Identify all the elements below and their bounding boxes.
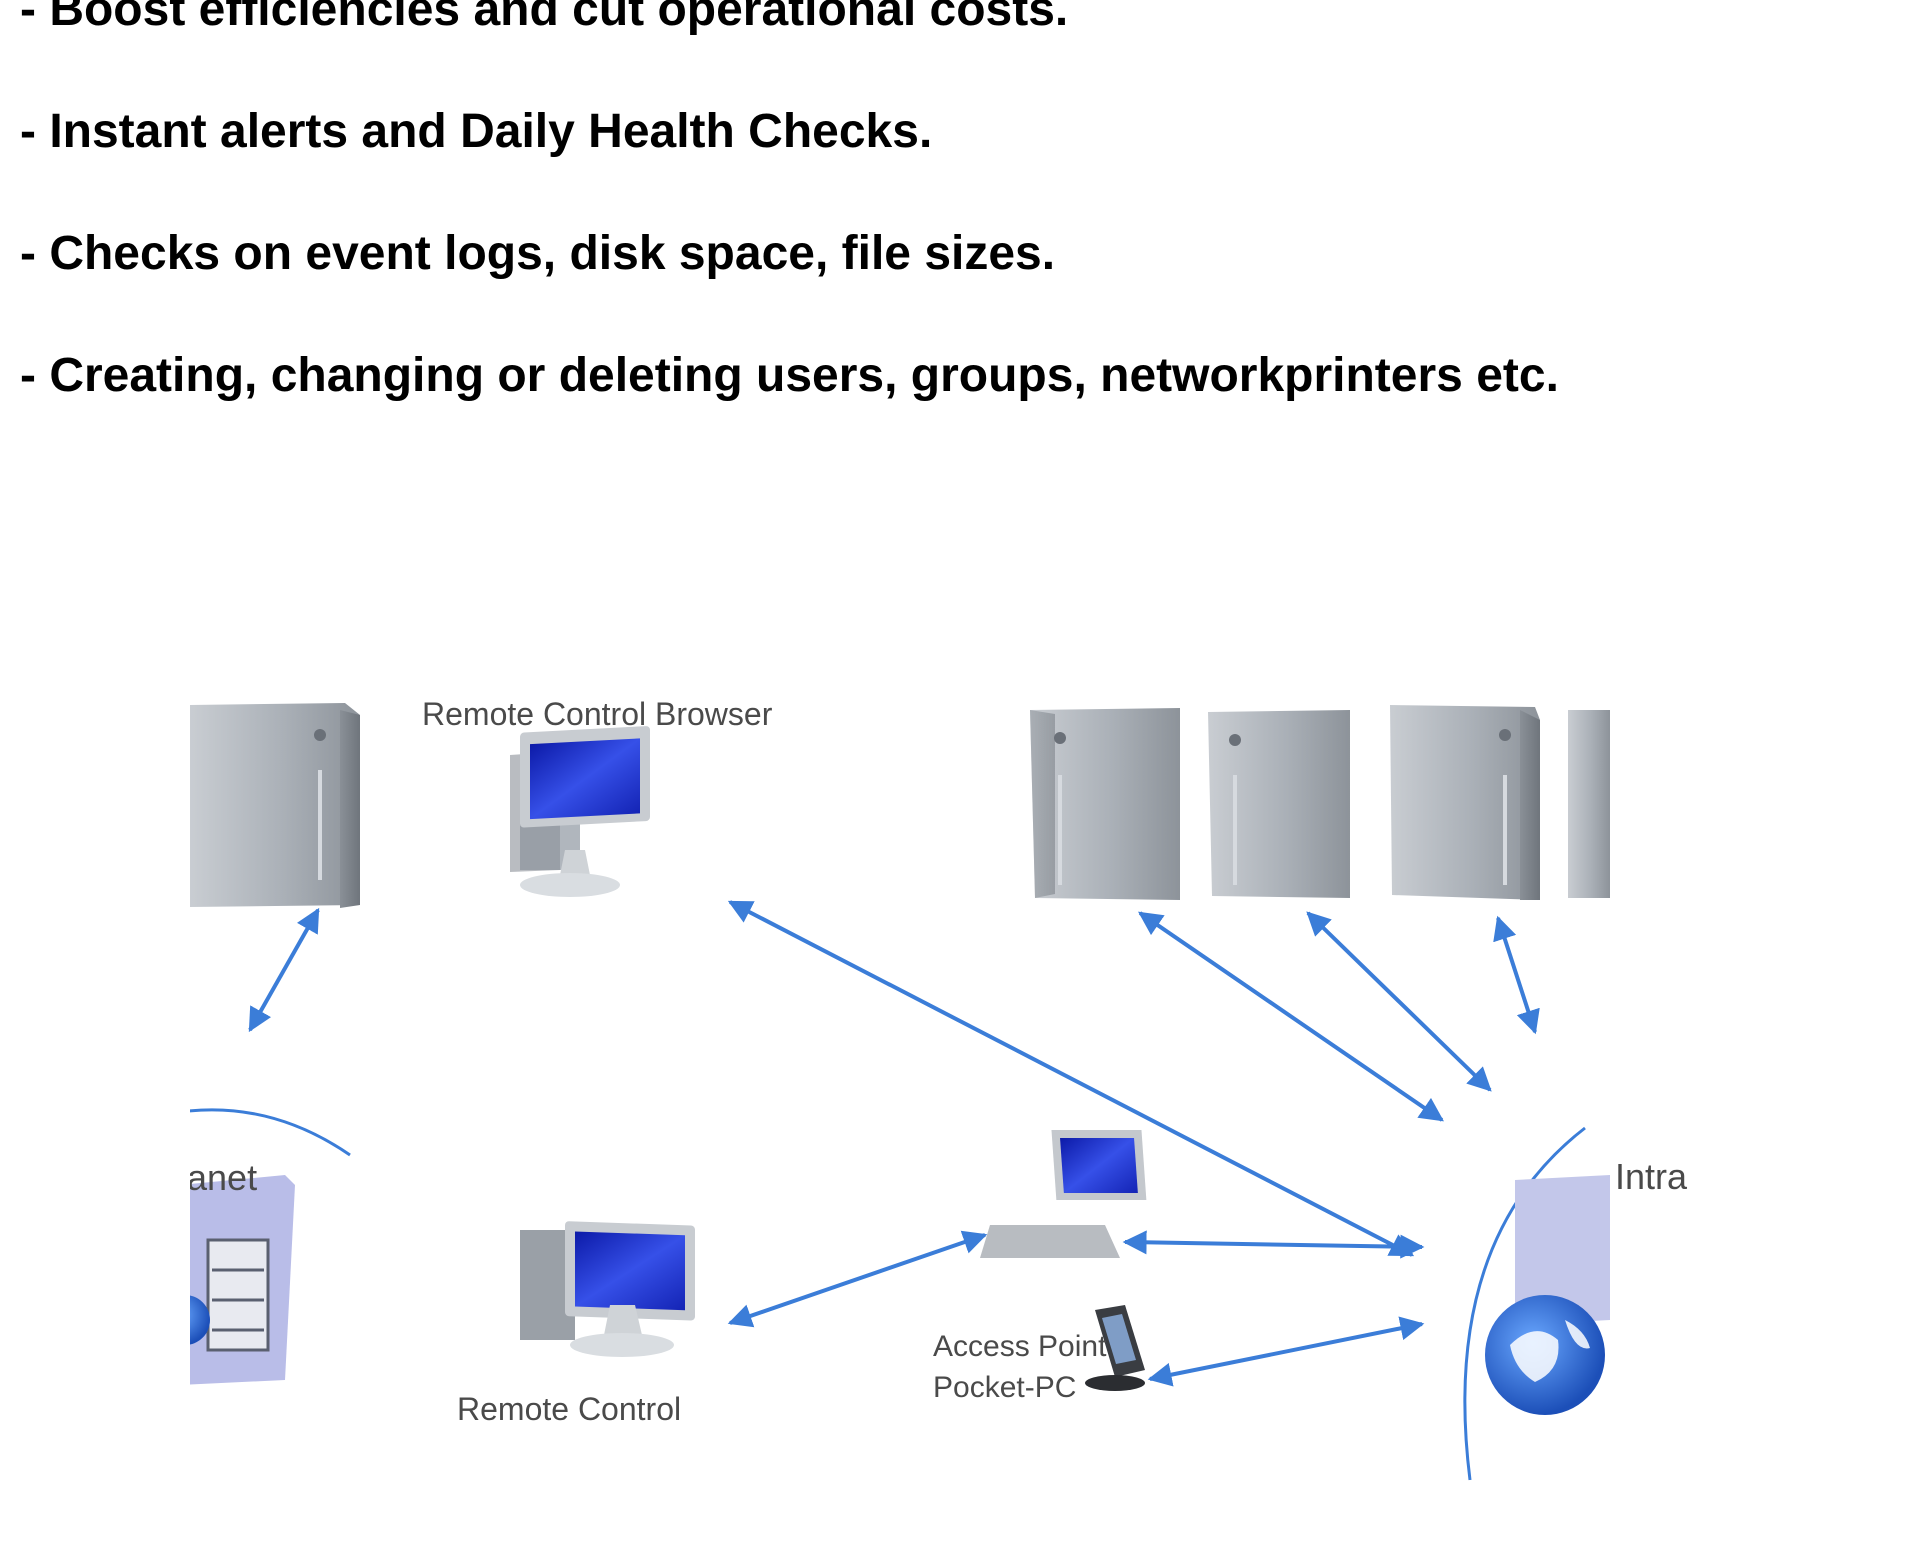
bullet-checks-event-logs: - Checks on event logs, disk space, file… [20, 227, 1056, 280]
bullet-creating-users: - Creating, changing or deleting users, … [20, 349, 1559, 402]
label-internet: anet [190, 1157, 258, 1198]
arrow-remote-laptop [727, 1230, 988, 1328]
label-remote-control-browser: Remote Control Browser [422, 696, 773, 732]
internet-server-icon [190, 1175, 295, 1385]
arrow-pocketpc-intranet [1147, 1316, 1425, 1387]
label-remote-control: Remote Control [457, 1391, 682, 1427]
network-diagram-graphic [190, 703, 1610, 1481]
connection-arrows [248, 900, 1540, 1387]
laptop-icon [980, 1130, 1147, 1258]
intranet-server-icon [1485, 1175, 1610, 1415]
label-access-point: Access Point [933, 1330, 1107, 1363]
monitor-icon [520, 1221, 695, 1357]
server-icon [1390, 705, 1540, 900]
label-intranet: Intra [1615, 1156, 1688, 1197]
pocket-pc-icon [1085, 1305, 1145, 1391]
server-icon [1568, 710, 1610, 898]
server-icon [190, 703, 360, 908]
arrow-browser-intranet [727, 900, 1415, 1257]
server-icon [1208, 710, 1350, 898]
arrow-laptop-intranet [1122, 1230, 1425, 1259]
arrow-server-intranet-3 [1493, 915, 1540, 1035]
bullet-boost-efficiencies: - Boost efficiencies and cut operational… [20, 0, 1069, 36]
arrow-server-intranet-2 [1306, 911, 1492, 1092]
network-diagram: Remote Control Browser anet Intra Remote… [190, 680, 1690, 1530]
monitor-icon [510, 726, 650, 897]
intranet-arc [1463, 1126, 1586, 1481]
arrow-server-internet [248, 907, 320, 1033]
internet-arc [190, 1108, 351, 1157]
bullet-instant-alerts: - Instant alerts and Daily Health Checks… [20, 105, 933, 158]
arrow-server-intranet-1 [1138, 911, 1444, 1122]
server-icon [1030, 708, 1180, 900]
label-pocket-pc: Pocket-PC [933, 1371, 1077, 1404]
